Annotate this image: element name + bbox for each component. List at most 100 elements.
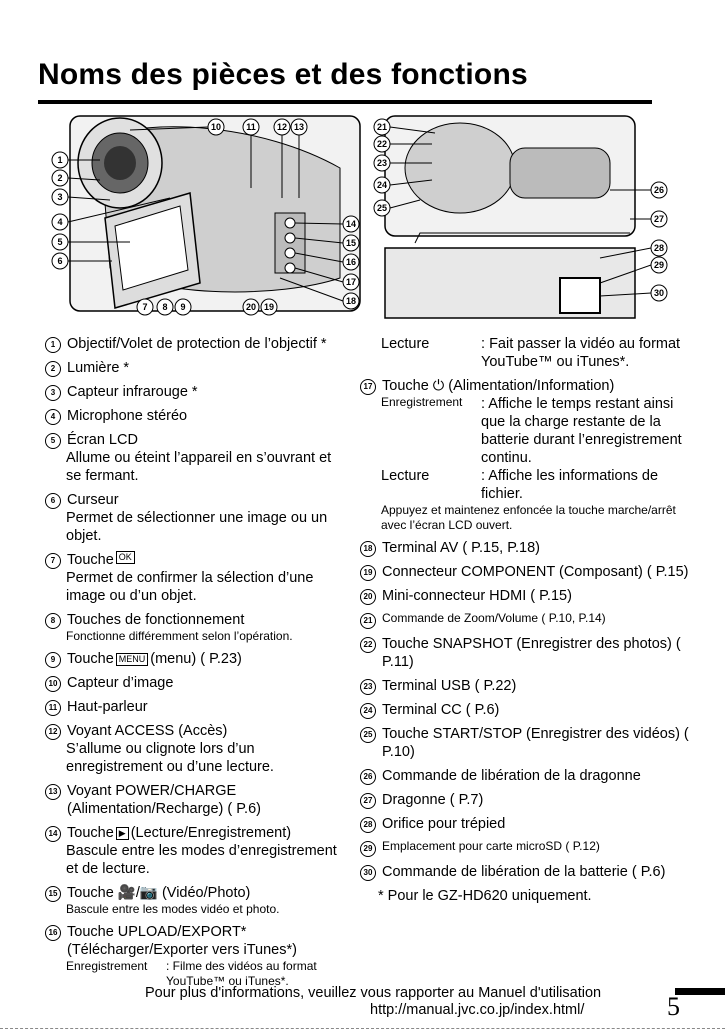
svg-text:19: 19 — [264, 302, 274, 312]
callout-10: 10 — [129, 118, 225, 136]
svg-text:15: 15 — [346, 238, 356, 248]
svg-text:2: 2 — [57, 173, 62, 183]
callout-22: 22 — [373, 135, 432, 153]
svg-text:5: 5 — [57, 237, 62, 247]
ok-icon: OK — [115, 551, 135, 564]
camera-back-illustration — [384, 115, 636, 319]
svg-text:12: 12 — [277, 122, 287, 132]
footnote: * Pour le GZ-HD620 uniquement. — [378, 888, 592, 904]
callout-13: 13 — [290, 118, 308, 198]
part-item-continued: Lecture: Fait passer la vidéo au format … — [381, 336, 681, 370]
svg-text:23: 23 — [377, 158, 387, 168]
callout-25: 25 — [373, 199, 421, 217]
callout-23: 23 — [373, 154, 432, 172]
callout-12: 12 — [273, 118, 291, 198]
callout-26: 26 — [610, 181, 668, 199]
callout-30: 30 — [599, 284, 668, 302]
callout-3: 3 — [51, 188, 111, 206]
svg-text:10: 10 — [211, 122, 221, 132]
svg-text:17: 17 — [346, 277, 356, 287]
callout-28: 28 — [599, 239, 668, 259]
callout-24: 24 — [373, 176, 433, 194]
callout-8: 8 — [156, 298, 174, 316]
svg-text:16: 16 — [346, 257, 356, 267]
svg-text:4: 4 — [57, 217, 62, 227]
callout-7: 7 — [136, 298, 154, 316]
callout-19: 19 — [260, 298, 278, 316]
svg-text:9: 9 — [180, 302, 185, 312]
page-title: Noms des pièces et des fonctions — [38, 58, 528, 91]
svg-text:7: 7 — [142, 302, 147, 312]
callout-21: 21 — [373, 118, 436, 136]
svg-text:20: 20 — [246, 302, 256, 312]
svg-text:29: 29 — [654, 260, 664, 270]
callout-14: 14 — [294, 215, 360, 233]
svg-text:3: 3 — [57, 192, 62, 202]
parts-list-right: Lecture: Fait passer la vidéo au format … — [360, 335, 690, 911]
svg-text:30: 30 — [654, 288, 664, 298]
menu-icon: MENU — [115, 653, 149, 666]
svg-text:27: 27 — [654, 214, 664, 224]
svg-text:6: 6 — [57, 256, 62, 266]
svg-text:18: 18 — [346, 296, 356, 306]
callout-18: 18 — [279, 277, 360, 310]
callout-6: 6 — [51, 252, 112, 270]
svg-text:25: 25 — [377, 203, 387, 213]
callout-4: 4 — [51, 197, 171, 231]
callout-17: 17 — [294, 267, 360, 291]
svg-text:13: 13 — [294, 122, 304, 132]
play-icon: ▶ — [115, 827, 129, 840]
title-rule — [38, 100, 652, 104]
svg-text:21: 21 — [377, 122, 387, 132]
callout-29: 29 — [599, 256, 668, 284]
svg-text:28: 28 — [654, 243, 664, 253]
svg-text:1: 1 — [57, 155, 62, 165]
callout-16: 16 — [294, 252, 360, 271]
camera-front-illustration — [69, 115, 361, 312]
svg-text:11: 11 — [246, 122, 256, 132]
callout-20: 20 — [242, 298, 260, 316]
svg-text:26: 26 — [654, 185, 664, 195]
callout-27: 27 — [630, 210, 668, 228]
callout-5: 5 — [51, 233, 130, 251]
svg-text:8: 8 — [162, 302, 167, 312]
footer-url: http://manual.jvc.co.jp/index.html/ — [370, 1002, 585, 1018]
callout-9: 9 — [174, 298, 192, 316]
bottom-rule — [0, 1028, 725, 1030]
page-number: 5 — [667, 992, 680, 1021]
callout-11: 11 — [242, 118, 260, 188]
video-photo-icon: 🎥/📷 — [117, 885, 158, 901]
callout-2: 2 — [51, 169, 101, 187]
svg-text:14: 14 — [346, 219, 356, 229]
page-tab-bar — [675, 988, 725, 995]
